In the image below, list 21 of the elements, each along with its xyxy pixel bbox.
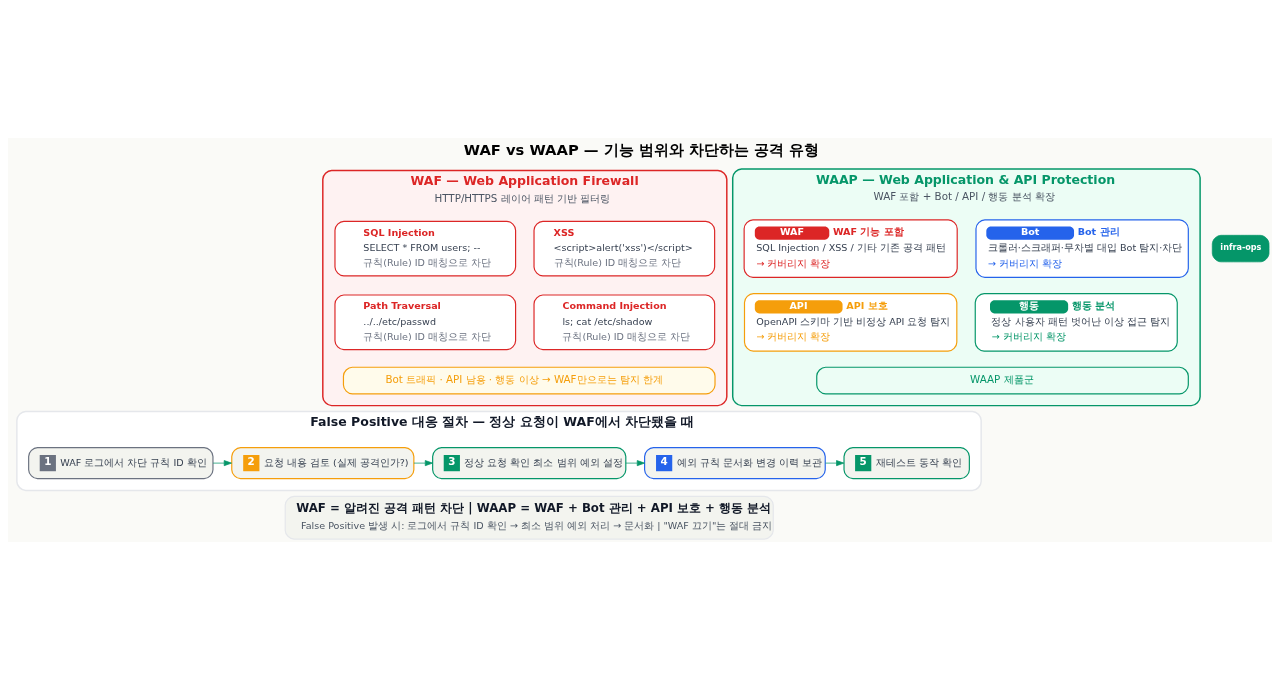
arrow — [212, 460, 232, 467]
node-box: Path Traversal ../../etc/passwd 규칙(Rule) ID 매칭으로 차단 — [334, 294, 517, 351]
node-box: XSS <script>alert('xss')</script> 규칙(Rule) ID 매칭으로 차단 — [533, 220, 716, 277]
node-box: 2 요청 내용 검토 (실제 공격인가?) — [231, 447, 415, 480]
node-box: 5 재테스트 동작 확인 — [843, 447, 970, 480]
diagram-title: WAF vs WAAP — 기능 범위와 차단하는 공격 유형 — [463, 140, 820, 158]
node-box: 4 예외 규칙 문서화 변경 이력 보관 — [644, 447, 826, 480]
node-box: WAF WAF 기능 포함 SQL Injection / XSS / 기타 기존 공격 패턴 → 커버리지 확장 — [743, 219, 958, 278]
arrow — [413, 460, 433, 467]
node-box: 1 WAF 로그에서 차단 규칙 ID 확인 — [28, 447, 214, 480]
node-box: Command Injection ls; cat /etc/shadow 규칙(Rule) ID 매칭으로 차단 — [533, 294, 716, 351]
node-box: 행동 행동 분석 정상 사용자 패턴 벗어난 이상 접근 탐지 → 커버리지 확장 — [974, 292, 1178, 352]
node-box: Bot Bot 관리 크롤러·스크래퍼·무차별 대입 Bot 탐지·차단 → 커버리지 확장 — [975, 219, 1189, 278]
label: infra-ops — [1220, 241, 1262, 252]
node-box: WAAP 제품군 — [816, 366, 1189, 395]
node-box: SQL Injection SELECT * FROM users; -- 규칙(Rule) ID 매칭으로 차단 — [334, 220, 517, 277]
node-box: 3 정상 요청 확인 최소 범위 예외 설정 — [432, 447, 627, 480]
arrow — [625, 460, 645, 467]
arrow — [825, 460, 845, 467]
node-box: API API 보호 OpenAPI 스키마 기반 비정상 API 요청 탐지 → 커버리지 확장 — [743, 292, 958, 352]
node-box: Bot 트래픽 · API 남용 · 행동 이상 → WAF만으로는 탐지 한계 — [342, 366, 716, 395]
